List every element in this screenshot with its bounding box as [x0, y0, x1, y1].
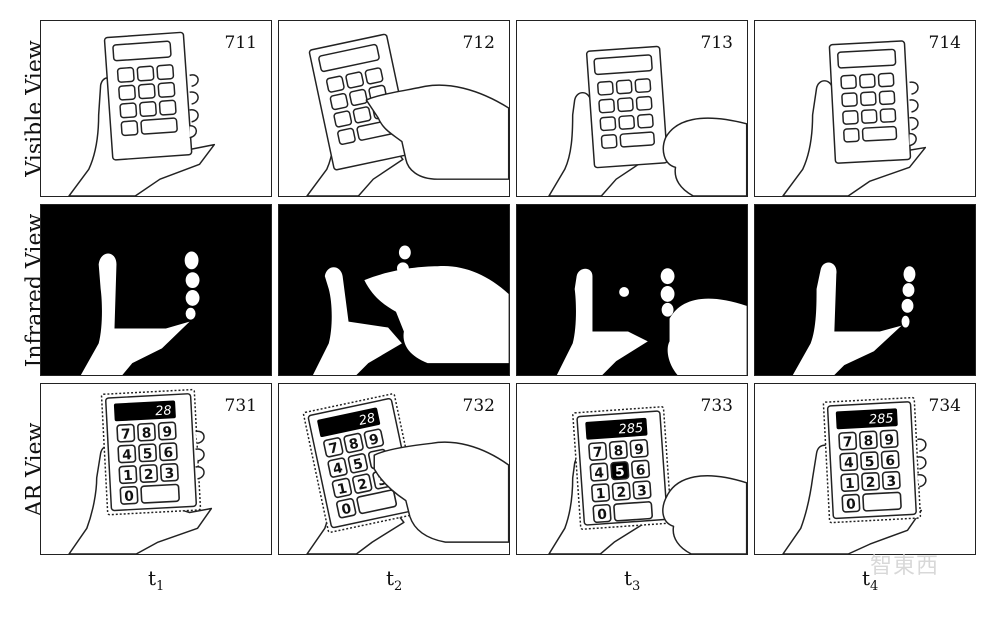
key-6: 6: [885, 453, 895, 469]
panel-number: 734: [929, 396, 961, 416]
visible-panel-713: 713: [516, 20, 748, 197]
ar-panel-732: 28 789 456 123 0 732: [278, 383, 510, 555]
key-4: 4: [844, 455, 854, 471]
key-7: 7: [843, 434, 853, 450]
key-7: 7: [592, 445, 603, 462]
key-8: 8: [141, 425, 151, 441]
panel-number: 732: [463, 396, 495, 416]
key-5: 5: [864, 454, 874, 470]
infrared-hand-silhouette: [755, 205, 975, 375]
key-0: 0: [597, 507, 608, 524]
time-label-t3: t3: [624, 566, 640, 594]
infrared-panel-3: [516, 204, 748, 376]
infrared-hand-and-finger-silhouette: [279, 205, 509, 375]
infrared-panel-1: [40, 204, 272, 376]
key-5: 5: [142, 446, 152, 462]
ar-panel-731: 28 789 456 123 0 731: [40, 383, 272, 555]
key-0: 0: [846, 496, 856, 512]
key-1: 1: [123, 468, 133, 484]
ar-display-value: 285: [869, 411, 894, 427]
key-2: 2: [865, 475, 875, 491]
time-label-t1: t1: [148, 566, 164, 594]
infrared-hand-silhouette: [41, 205, 271, 375]
key-9: 9: [634, 442, 645, 459]
visible-panel-712: 712: [278, 20, 510, 197]
ar-display-value: 28: [155, 403, 172, 419]
infrared-panel-4: [754, 204, 976, 376]
ar-panel-733: 285 789 456 123 0 733: [516, 383, 748, 555]
infrared-hand-silhouette: [517, 205, 747, 375]
visible-panel-711: 711: [40, 20, 272, 197]
key-6: 6: [163, 445, 173, 461]
key-8: 8: [613, 443, 624, 460]
watermark-logo: 智東西: [870, 548, 939, 580]
panel-number: 714: [929, 33, 961, 53]
key-3: 3: [637, 483, 648, 500]
panel-number: 712: [463, 33, 495, 53]
key-8: 8: [863, 433, 873, 449]
key-9: 9: [162, 424, 172, 440]
key-2: 2: [144, 467, 154, 483]
panel-number: 711: [225, 33, 257, 53]
infrared-panel-2: [278, 204, 510, 376]
panel-number: 733: [701, 396, 733, 416]
key-2: 2: [616, 484, 627, 501]
key-3: 3: [886, 474, 896, 490]
key-1: 1: [595, 486, 606, 503]
key-1: 1: [845, 476, 855, 492]
key-9: 9: [884, 432, 894, 448]
panel-number: 713: [701, 33, 733, 53]
key-3: 3: [164, 466, 174, 482]
key-7: 7: [121, 426, 131, 442]
key-6: 6: [635, 462, 646, 479]
time-label-t2: t2: [386, 566, 402, 594]
ar-panel-734: 285 789 456 123 0 734: [754, 383, 976, 555]
key-5-pressed: 5: [615, 464, 626, 481]
panel-number: 731: [225, 396, 257, 416]
key-4: 4: [594, 465, 605, 482]
key-4: 4: [122, 447, 132, 463]
key-0: 0: [124, 489, 134, 505]
visible-panel-714: 714: [754, 20, 976, 197]
ar-display-value: 285: [618, 421, 643, 438]
